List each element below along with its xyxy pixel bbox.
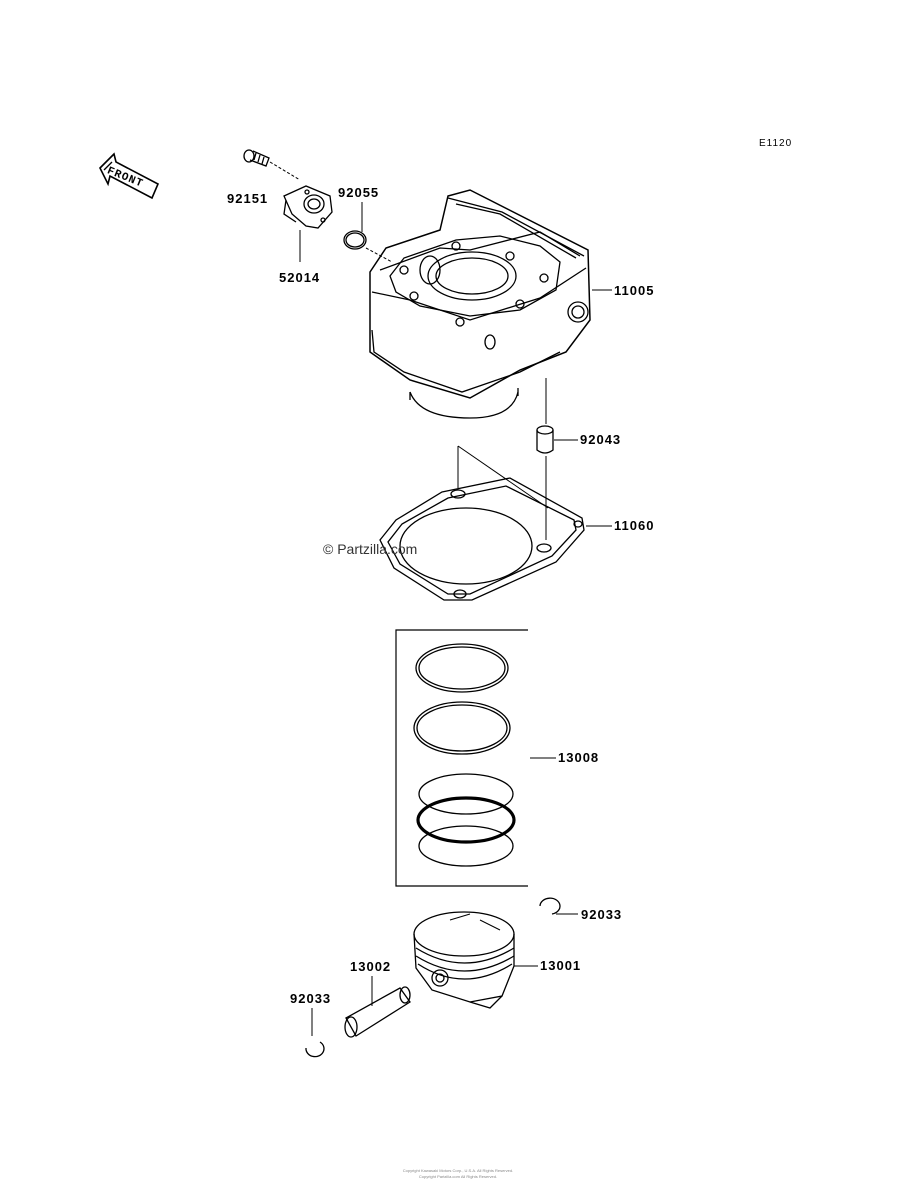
circlip-92033-left [305,1008,325,1058]
part-label-92043[interactable]: 92043 [580,432,622,447]
part-label-13008[interactable]: 13008 [558,750,600,765]
part-label-13001[interactable]: 13001 [540,958,582,973]
circlip-92033-right [539,897,578,915]
part-label-92033-left[interactable]: 92033 [290,991,332,1006]
piston-pin-13002 [344,976,411,1038]
part-label-11060[interactable]: 11060 [614,518,655,533]
part-label-92151[interactable]: 92151 [227,191,269,206]
piston-13001 [413,911,538,1009]
part-label-11005[interactable]: 11005 [614,283,655,298]
part-label-13002[interactable]: 13002 [350,959,392,974]
front-arrow-icon [99,152,160,200]
cylinder-11005 [369,189,612,424]
watermark: © Partzilla.com [323,541,418,557]
figure-code: E1120 [759,138,793,149]
part-label-52014[interactable]: 52014 [279,270,321,285]
piston-ring-set-13008 [395,629,556,887]
o-ring-92055 [343,202,393,263]
dowel-92043 [536,425,578,540]
fitting-52014 [283,185,333,262]
footer-line-2: Copyright Partzilla.com All Rights Reser… [418,1174,498,1179]
gasket-11060 [379,445,612,601]
bolt-92151 [243,149,301,181]
part-label-92033-right[interactable]: 92033 [581,907,623,922]
part-label-92055[interactable]: 92055 [338,185,380,200]
footer-line-1: Copyright Kawasaki Motors Corp., U.S.A. … [402,1168,514,1173]
